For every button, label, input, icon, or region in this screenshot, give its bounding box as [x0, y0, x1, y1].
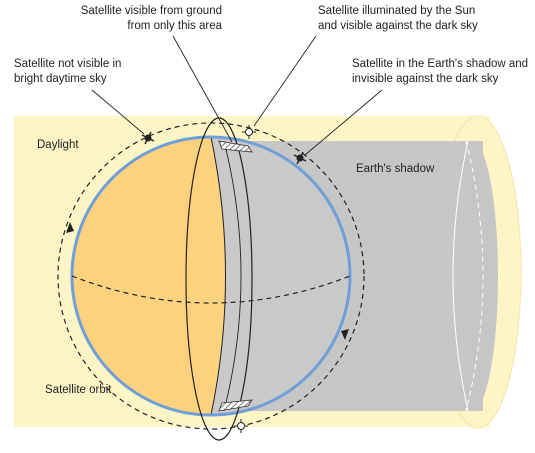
- label-daylight: Daylight: [37, 139, 79, 151]
- satellite-dark-icon: [293, 151, 307, 165]
- label-visible-from-ground-line2: from only this area: [127, 20, 222, 32]
- label-satellite-orbit: Satellite orbit: [45, 384, 112, 396]
- satellite-orbit: [57, 122, 365, 430]
- label-not-visible-line1: Satellite not visible in: [14, 58, 121, 70]
- shadow-cylinder-end: [446, 141, 498, 411]
- orbit-arrow-right: [341, 329, 349, 340]
- label-illuminated-line1: Satellite illuminated by the Sun: [318, 5, 475, 17]
- satellite-bright-icon: [234, 419, 248, 433]
- label-earths-shadow: Earth's shadow: [356, 163, 435, 175]
- shadow-cylinder-end-dashed: [465, 140, 484, 412]
- label-in-shadow-line1: Satellite in the Earth's shadow and: [352, 58, 528, 70]
- satellite-dark-icon: [141, 131, 155, 145]
- leader-in-shadow: [304, 89, 383, 156]
- terminator-rim: [223, 140, 242, 412]
- label-not-visible-line2: bright daytime sky: [14, 73, 107, 85]
- leader-illuminated: [253, 35, 317, 127]
- visible-area-top: [218, 140, 253, 153]
- orbit-arrow-left: [66, 222, 74, 233]
- terminator: [210, 136, 226, 416]
- label-illuminated-line2: and visible against the dark sky: [318, 20, 478, 32]
- leader-visible-area: [172, 35, 233, 143]
- earth-day-side: [72, 137, 226, 415]
- shadow-cylinder-end-solid: [452, 140, 469, 412]
- label-visible-from-ground-line1: Satellite visible from ground: [81, 5, 222, 17]
- satellite-bright-icon: [242, 125, 256, 139]
- label-in-shadow-line2: invisible against the dark sky: [352, 73, 499, 85]
- equator: [71, 275, 351, 304]
- visible-area-bottom: [218, 399, 253, 412]
- leader-not-visible: [91, 89, 145, 135]
